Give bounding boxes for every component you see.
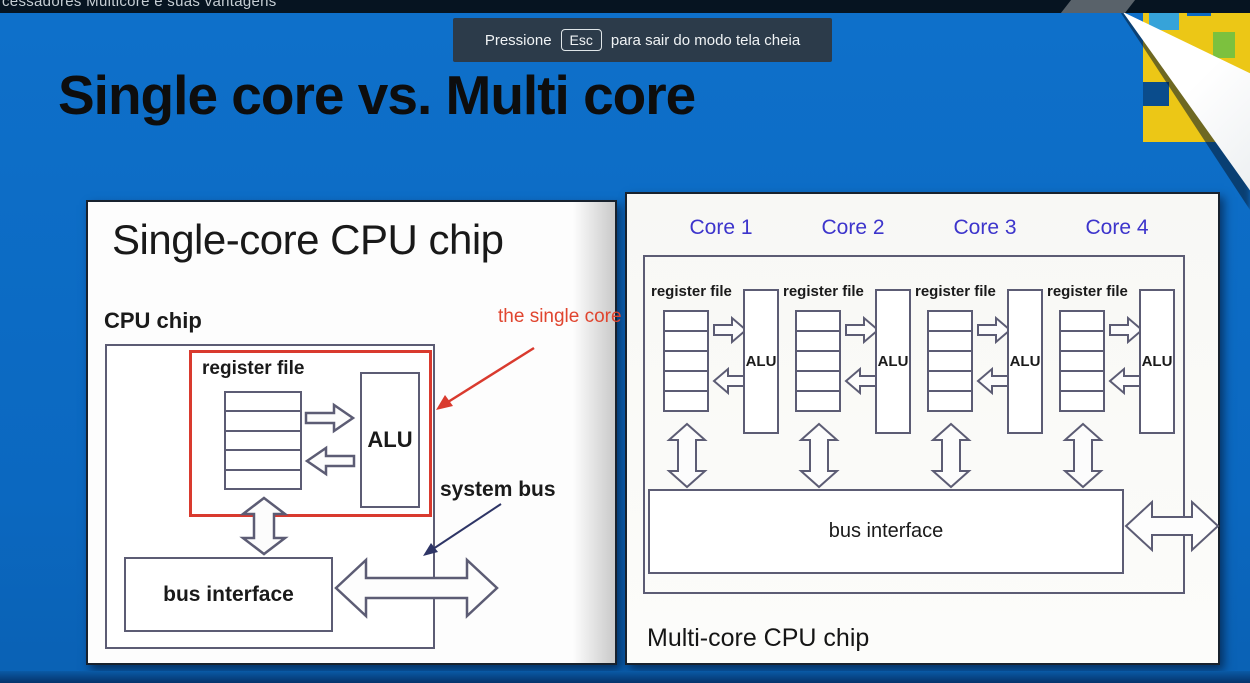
alu-box: ALU xyxy=(743,289,779,434)
alu-label: ALU xyxy=(745,353,777,370)
core-1-label: Core 1 xyxy=(689,216,753,239)
core-2-label: Core 2 xyxy=(821,216,885,239)
cpu-chip-label: CPU chip xyxy=(104,308,202,333)
core-bus-arrow-icon xyxy=(798,422,840,489)
register-row xyxy=(665,352,707,372)
core-bus-arrow-icon xyxy=(1062,422,1104,489)
register-row xyxy=(797,332,839,352)
register-row xyxy=(665,392,707,410)
register-row xyxy=(929,352,971,372)
system-bus-arrow-icon xyxy=(1124,499,1220,553)
bus-interface-box: bus interface xyxy=(124,557,333,632)
register-file-stack xyxy=(927,310,973,412)
bus-interface-label: bus interface xyxy=(163,582,294,606)
system-bus-arrow-icon xyxy=(334,557,499,619)
register-row xyxy=(226,471,300,488)
arrow-right-icon xyxy=(304,402,356,434)
core-3-label: Core 3 xyxy=(953,216,1017,239)
system-bus-pointer-icon xyxy=(423,503,502,556)
register-row xyxy=(226,412,300,432)
register-row xyxy=(797,352,839,372)
titlebar-fold-streak xyxy=(1060,0,1136,13)
single-core-panel: Single-core CPU chip CPU chip register f… xyxy=(86,200,622,665)
register-file-label: register file xyxy=(783,283,864,300)
multi-core-panel: Core 1 Core 2 Core 3 Core 4 register fil… xyxy=(625,192,1220,665)
single-core-annotation: the single core xyxy=(498,306,622,327)
alu-box: ALU xyxy=(1139,289,1175,434)
core-module-2: register file ALU xyxy=(783,283,911,490)
arrow-right-icon xyxy=(977,315,1012,345)
core-module-1: register file ALU xyxy=(651,283,779,490)
register-file-label: register file xyxy=(202,358,305,379)
system-bus-label: system bus xyxy=(440,478,556,501)
register-file-stack xyxy=(1059,310,1105,412)
register-file-stack xyxy=(795,310,841,412)
core-bus-arrow-icon xyxy=(666,422,708,489)
fullscreen-toast: Pressione Esc para sair do modo tela che… xyxy=(453,18,832,62)
register-file-label: register file xyxy=(651,283,732,300)
register-row xyxy=(1061,352,1103,372)
register-file-label: register file xyxy=(915,283,996,300)
alu-label: ALU xyxy=(1141,353,1173,370)
alu-box: ALU xyxy=(875,289,911,434)
register-row xyxy=(1061,332,1103,352)
alu-box: ALU xyxy=(360,372,420,508)
esc-key: Esc xyxy=(560,29,602,51)
register-row xyxy=(665,372,707,392)
register-row xyxy=(1061,312,1103,332)
register-row xyxy=(226,393,300,413)
register-row xyxy=(1061,372,1103,392)
arrow-right-icon xyxy=(713,315,748,345)
register-row xyxy=(1061,392,1103,410)
register-row xyxy=(226,451,300,471)
arrow-right-icon xyxy=(845,315,880,345)
multi-core-chip-box xyxy=(643,255,1185,594)
updown-arrow-icon xyxy=(239,496,289,556)
alu-label: ALU xyxy=(877,353,909,370)
single-core-highlight-box xyxy=(189,350,432,517)
annotation-arrow-icon xyxy=(436,346,535,410)
multi-core-chip-label: Multi-core CPU chip xyxy=(647,624,870,652)
register-file-label: register file xyxy=(1047,283,1128,300)
core-module-4: register file ALU xyxy=(1047,283,1175,490)
alu-label: ALU xyxy=(367,427,413,452)
toast-text-before: Pressione xyxy=(484,31,552,49)
slide-bottom-edge xyxy=(0,671,1250,683)
single-core-heading: Single-core CPU chip xyxy=(112,216,504,263)
register-row xyxy=(665,312,707,332)
register-row xyxy=(929,392,971,410)
bus-interface-box: bus interface xyxy=(648,489,1124,574)
titlebar-text: cessadores Multicore e suas vantagens xyxy=(2,0,277,10)
register-row xyxy=(226,432,300,452)
toast-text-after: para sair do modo tela cheia xyxy=(610,31,801,49)
arrow-right-icon xyxy=(1109,315,1144,345)
slide-title: Single core vs. Multi core xyxy=(58,64,696,126)
register-file-stack xyxy=(663,310,709,412)
core-bus-arrow-icon xyxy=(930,422,972,489)
core-4-label: Core 4 xyxy=(1085,216,1149,239)
core-module-3: register file ALU xyxy=(915,283,1043,490)
bus-interface-label: bus interface xyxy=(828,520,944,542)
register-row xyxy=(797,372,839,392)
register-row xyxy=(929,332,971,352)
arrow-left-icon xyxy=(304,445,356,477)
register-row xyxy=(797,392,839,410)
register-file-stack xyxy=(224,391,302,490)
register-row xyxy=(665,332,707,352)
browser-titlebar: cessadores Multicore e suas vantagens xyxy=(0,0,1250,13)
alu-box: ALU xyxy=(1007,289,1043,434)
register-row xyxy=(797,312,839,332)
register-row xyxy=(929,372,971,392)
register-row xyxy=(929,312,971,332)
alu-label: ALU xyxy=(1009,353,1041,370)
